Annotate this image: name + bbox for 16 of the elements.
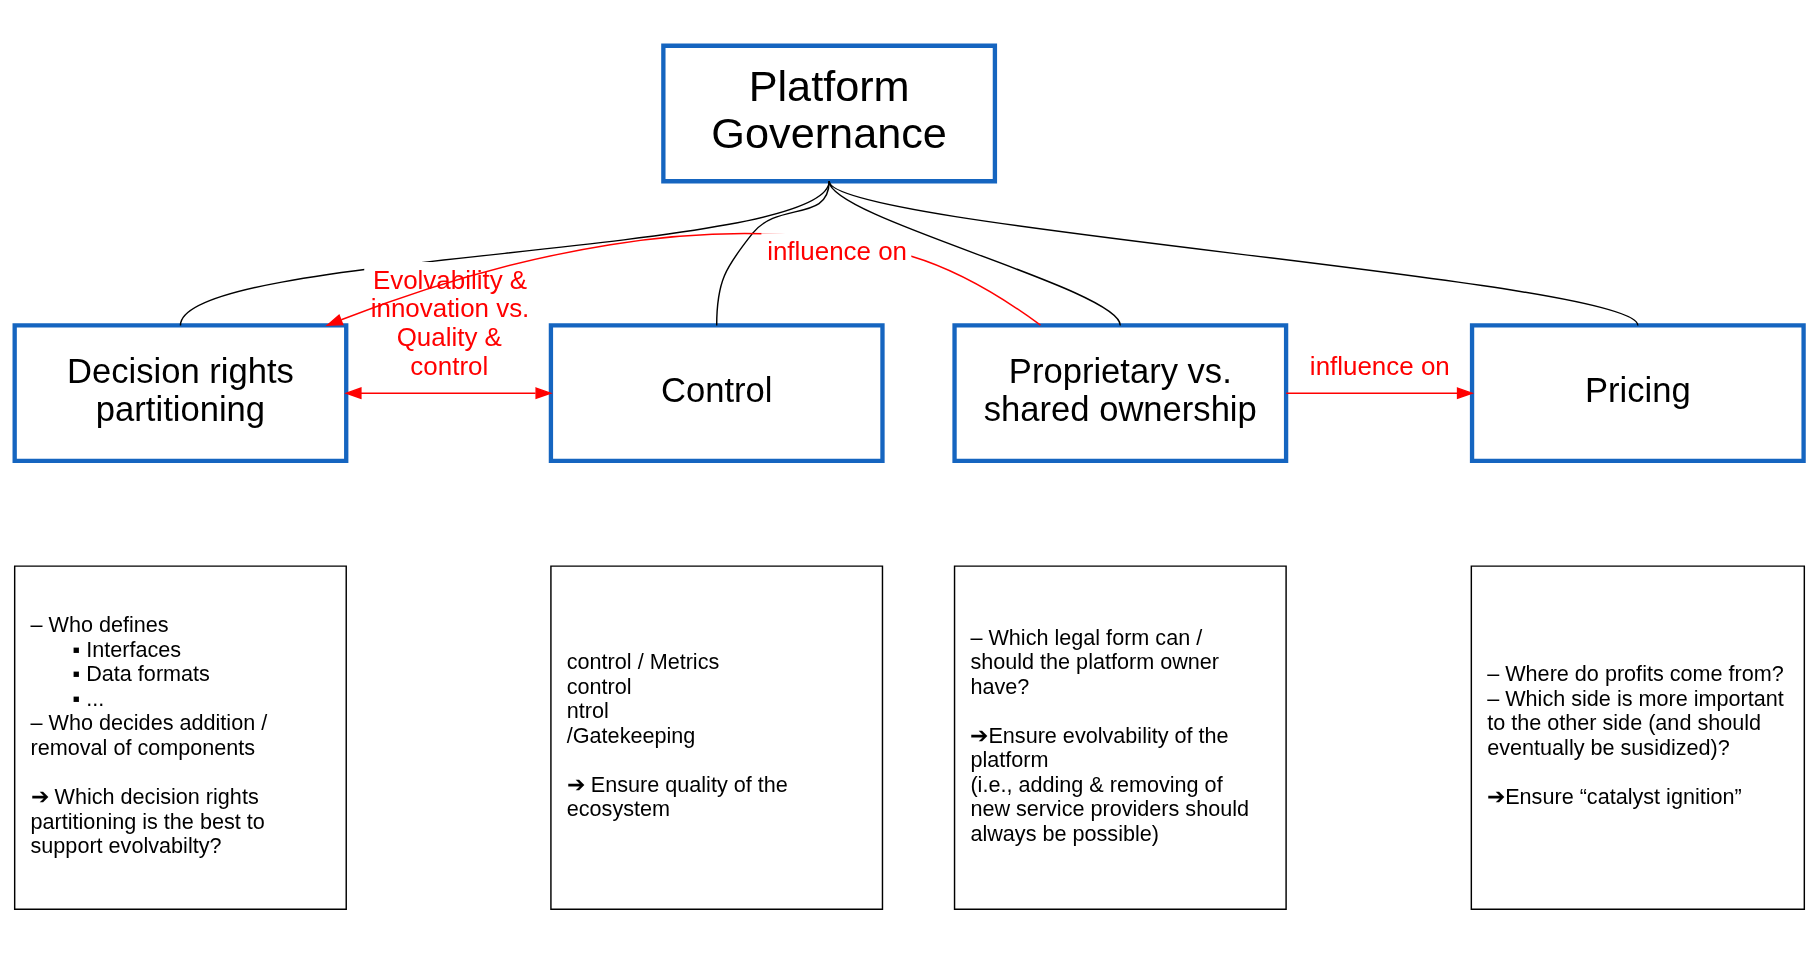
connector [179,180,830,327]
arrow [344,387,553,400]
node-box: Platform Governance [661,43,998,184]
arrow [1285,387,1475,400]
node-box: control / Metrics control ntrol /Gatekeeping ➔ Ensure quality of the ecosystem [550,565,884,910]
node-box: Control [548,323,885,464]
node-box: Decision rights partitioning [12,323,349,464]
node-box: – Who defines ▪ Interfaces ▪ Data formats ▪ ... – Who decides addition / removal of components ➔ Which decision rights partitioning is the best to support evolvabilty? [13,565,347,910]
node-box: – Which legal form can / should the platform owner have? ➔Ensure evolvability of the platform (i.e., adding & removing of new service providers should always be possible) [953,565,1287,910]
node-box: Proprietary vs. shared ownership [952,323,1289,464]
node-box: Pricing [1469,323,1806,464]
connector [716,180,830,327]
node-box: – Where do profits come from? – Which side is more important to the other side (and should eventually be susidized)? ➔Ensure “catalyst ignition” [1470,565,1806,910]
connector [828,180,1639,327]
edge-label: influence on [1309,352,1450,381]
edge-label: influence on [767,236,908,265]
